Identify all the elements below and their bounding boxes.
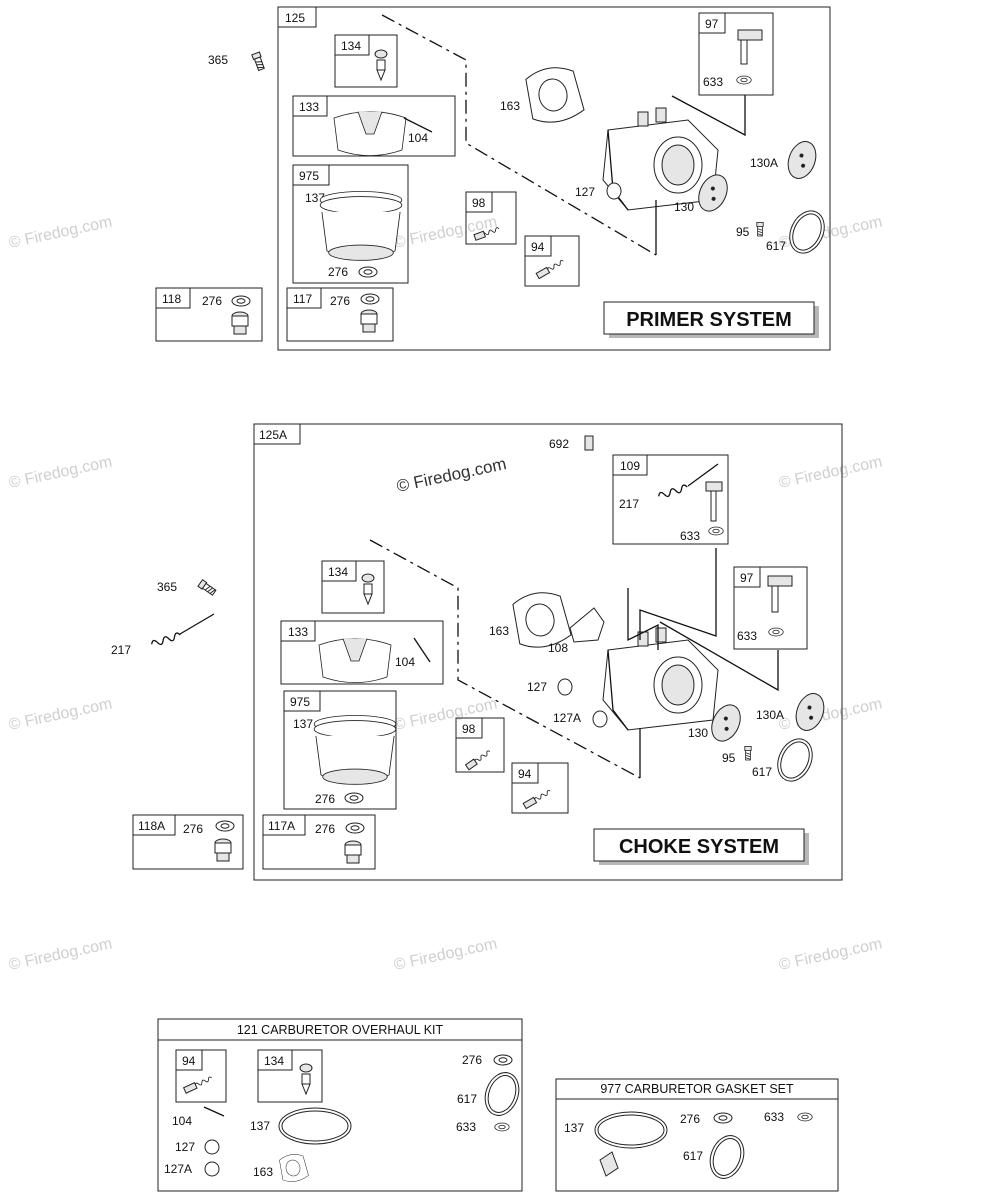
part-label: 130A <box>756 708 784 722</box>
choke-box-id: 125A <box>259 428 287 442</box>
part-label: 104 <box>408 131 428 145</box>
part-label: 94 <box>182 1054 196 1068</box>
part-label: 127A <box>553 711 581 725</box>
part-label: 163 <box>500 99 520 113</box>
choke-system-title: CHOKE SYSTEM <box>619 836 779 858</box>
choke-system-section: 125A © Firedog.com 692 109 217 633 365 2… <box>111 423 843 881</box>
part-label: 633 <box>703 75 723 89</box>
gasket-set-title: 977 CARBURETOR GASKET SET <box>600 1082 794 1096</box>
part-label: 118 <box>162 292 181 306</box>
watermark: © Firedog.com <box>7 213 113 251</box>
part-label: 130A <box>750 156 778 170</box>
part-label: 276 <box>183 822 203 836</box>
primer-box-id: 125 <box>285 11 305 25</box>
part-label: 137 <box>305 191 325 205</box>
watermark: © Firedog.com <box>777 695 883 733</box>
part-label: 127A <box>164 1162 192 1176</box>
watermark: © Firedog.com <box>7 453 113 491</box>
part-label: 104 <box>395 655 415 669</box>
watermark: © Firedog.com <box>777 453 883 491</box>
primer-system-title: PRIMER SYSTEM <box>626 309 792 331</box>
part-label: 94 <box>531 240 545 254</box>
part-label: 127 <box>527 680 547 694</box>
part-label: 276 <box>330 294 350 308</box>
part-label: 97 <box>740 571 754 585</box>
part-label: 276 <box>462 1053 482 1067</box>
overhaul-kit-section: 121 CARBURETOR OVERHAUL KIT 94 134 276 6… <box>157 1018 526 1192</box>
part-label: 94 <box>518 767 532 781</box>
part-label: 109 <box>620 459 640 473</box>
watermark: © Firedog.com <box>7 695 113 733</box>
gasket-set-section: 977 CARBURETOR GASKET SET 137 276 633 61… <box>555 1078 839 1192</box>
part-label: 127 <box>175 1140 195 1154</box>
part-label: 98 <box>472 196 486 210</box>
part-label: 617 <box>766 239 786 253</box>
part-label: 118A <box>138 819 165 833</box>
watermark: © Firedog.com <box>392 695 498 733</box>
part-label: 276 <box>328 265 348 279</box>
watermark: © Firedog.com <box>395 454 508 496</box>
part-label: 134 <box>328 565 348 579</box>
primer-system-section: 125 365 134 133 104 975 137 276 118 276 <box>155 6 832 351</box>
part-label: 217 <box>111 643 131 657</box>
part-label: 692 <box>549 437 569 451</box>
part-label: 130 <box>674 200 694 214</box>
part-label: 617 <box>683 1149 703 1163</box>
watermark: © Firedog.com <box>392 935 498 973</box>
part-label: 217 <box>619 497 639 511</box>
overhaul-kit-title: 121 CARBURETOR OVERHAUL KIT <box>237 1023 444 1037</box>
part-label: 163 <box>489 624 509 638</box>
part-label: 95 <box>722 751 736 765</box>
part-label: 98 <box>462 722 476 736</box>
part-label: 633 <box>680 529 700 543</box>
choke-frame <box>253 423 843 881</box>
part-label: 134 <box>341 39 361 53</box>
part-label: 97 <box>705 17 719 31</box>
part-label: 633 <box>764 1110 784 1124</box>
part-label: 617 <box>457 1092 477 1106</box>
part-label: 95 <box>736 225 750 239</box>
part-label: 633 <box>456 1120 476 1134</box>
part-label: 137 <box>293 717 313 731</box>
watermark: © Firedog.com <box>777 935 883 973</box>
part-label: 133 <box>288 625 308 639</box>
part-label: 276 <box>315 822 335 836</box>
part-label: 276 <box>202 294 222 308</box>
part-label: 365 <box>157 580 177 594</box>
part-label: 975 <box>299 169 319 183</box>
part-label: 117A <box>268 819 295 833</box>
part-label: 127 <box>575 185 595 199</box>
part-label: 130 <box>688 726 708 740</box>
part-label: 975 <box>290 695 310 709</box>
watermark: © Firedog.com <box>7 935 113 973</box>
part-label: 276 <box>315 792 335 806</box>
part-label: 163 <box>253 1165 273 1179</box>
part-label: 134 <box>264 1054 284 1068</box>
part-label: 633 <box>737 629 757 643</box>
part-label: 108 <box>548 641 568 655</box>
primer-frame <box>277 6 831 351</box>
part-label: 133 <box>299 100 319 114</box>
part-label: 104 <box>172 1114 192 1128</box>
part-label: 137 <box>250 1119 270 1133</box>
part-label: 137 <box>564 1121 584 1135</box>
part-label: 365 <box>208 53 228 67</box>
part-label: 617 <box>752 765 772 779</box>
part-label: 276 <box>680 1112 700 1126</box>
part-label: 117 <box>293 292 312 306</box>
